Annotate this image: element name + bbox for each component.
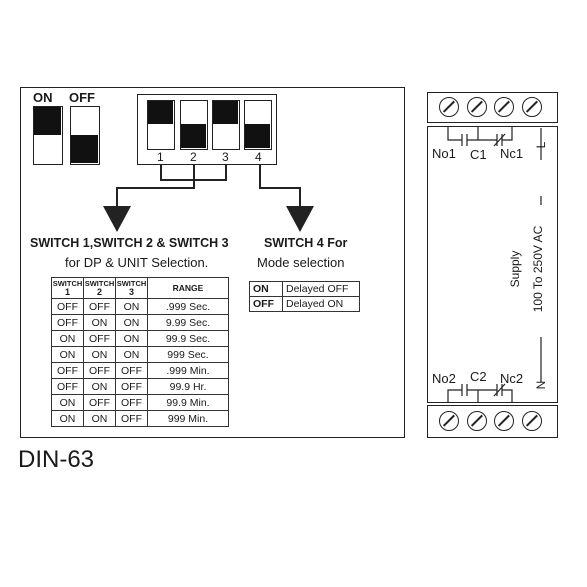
terminal-screw-icon (439, 411, 459, 431)
dip-switch-1 (147, 100, 175, 150)
dip-number-2: 2 (190, 150, 197, 164)
terminal-label-l: L (534, 141, 548, 149)
subheading-mode: Mode selection (257, 255, 345, 270)
supply-voltage-label: 100 To 250V AC (531, 225, 545, 313)
dip-number-4: 4 (255, 150, 262, 164)
terminal-label-no2: No2 (432, 371, 456, 386)
terminal-screw-icon (522, 97, 542, 117)
terminal-label-n: N (534, 380, 548, 390)
terminal-label-c2: C2 (470, 369, 487, 384)
legend-off-switch (70, 106, 100, 165)
legend-on-label: ON (33, 90, 53, 105)
terminal-screw-icon (494, 411, 514, 431)
terminal-screw-icon (439, 97, 459, 117)
terminal-screw-icon (494, 97, 514, 117)
dip-number-3: 3 (222, 150, 229, 164)
terminal-label-nc1: Nc1 (500, 146, 524, 161)
dip-switch-4 (244, 100, 272, 150)
dip-switch-panel (20, 87, 405, 438)
mode-table: ON Delayed OFF OFF Delayed ON (249, 281, 360, 312)
model-label: DIN-63 (18, 446, 95, 473)
mode-on-value: Delayed OFF (282, 281, 360, 297)
terminal-strip-top (427, 92, 558, 123)
terminal-screw-icon (522, 411, 542, 431)
dip-switch-3 (212, 100, 240, 150)
relay-body (427, 126, 558, 403)
dip-number-1: 1 (157, 150, 164, 164)
heading-switch-1-3: SWITCH 1,SWITCH 2 & SWITCH 3 (30, 236, 229, 250)
terminal-label-nc2: Nc2 (500, 371, 524, 386)
subheading-dp-unit: for DP & UNIT Selection. (65, 255, 209, 270)
supply-label: Supply (508, 250, 522, 288)
terminal-label-no1: No1 (432, 146, 456, 161)
terminal-label-c1: C1 (470, 147, 487, 162)
mode-off-value: Delayed ON (282, 296, 360, 312)
terminal-screw-icon (467, 411, 487, 431)
dip-switch-2 (180, 100, 208, 150)
table-row: OFF Delayed ON (249, 296, 360, 312)
mode-off-key: OFF (249, 296, 283, 312)
legend-off-label: OFF (69, 90, 95, 105)
heading-switch-4: SWITCH 4 For (264, 236, 348, 250)
table-row: ON Delayed OFF (249, 281, 360, 297)
terminal-strip-bottom (427, 405, 558, 438)
terminal-screw-icon (467, 97, 487, 117)
legend-on-switch (33, 106, 63, 165)
